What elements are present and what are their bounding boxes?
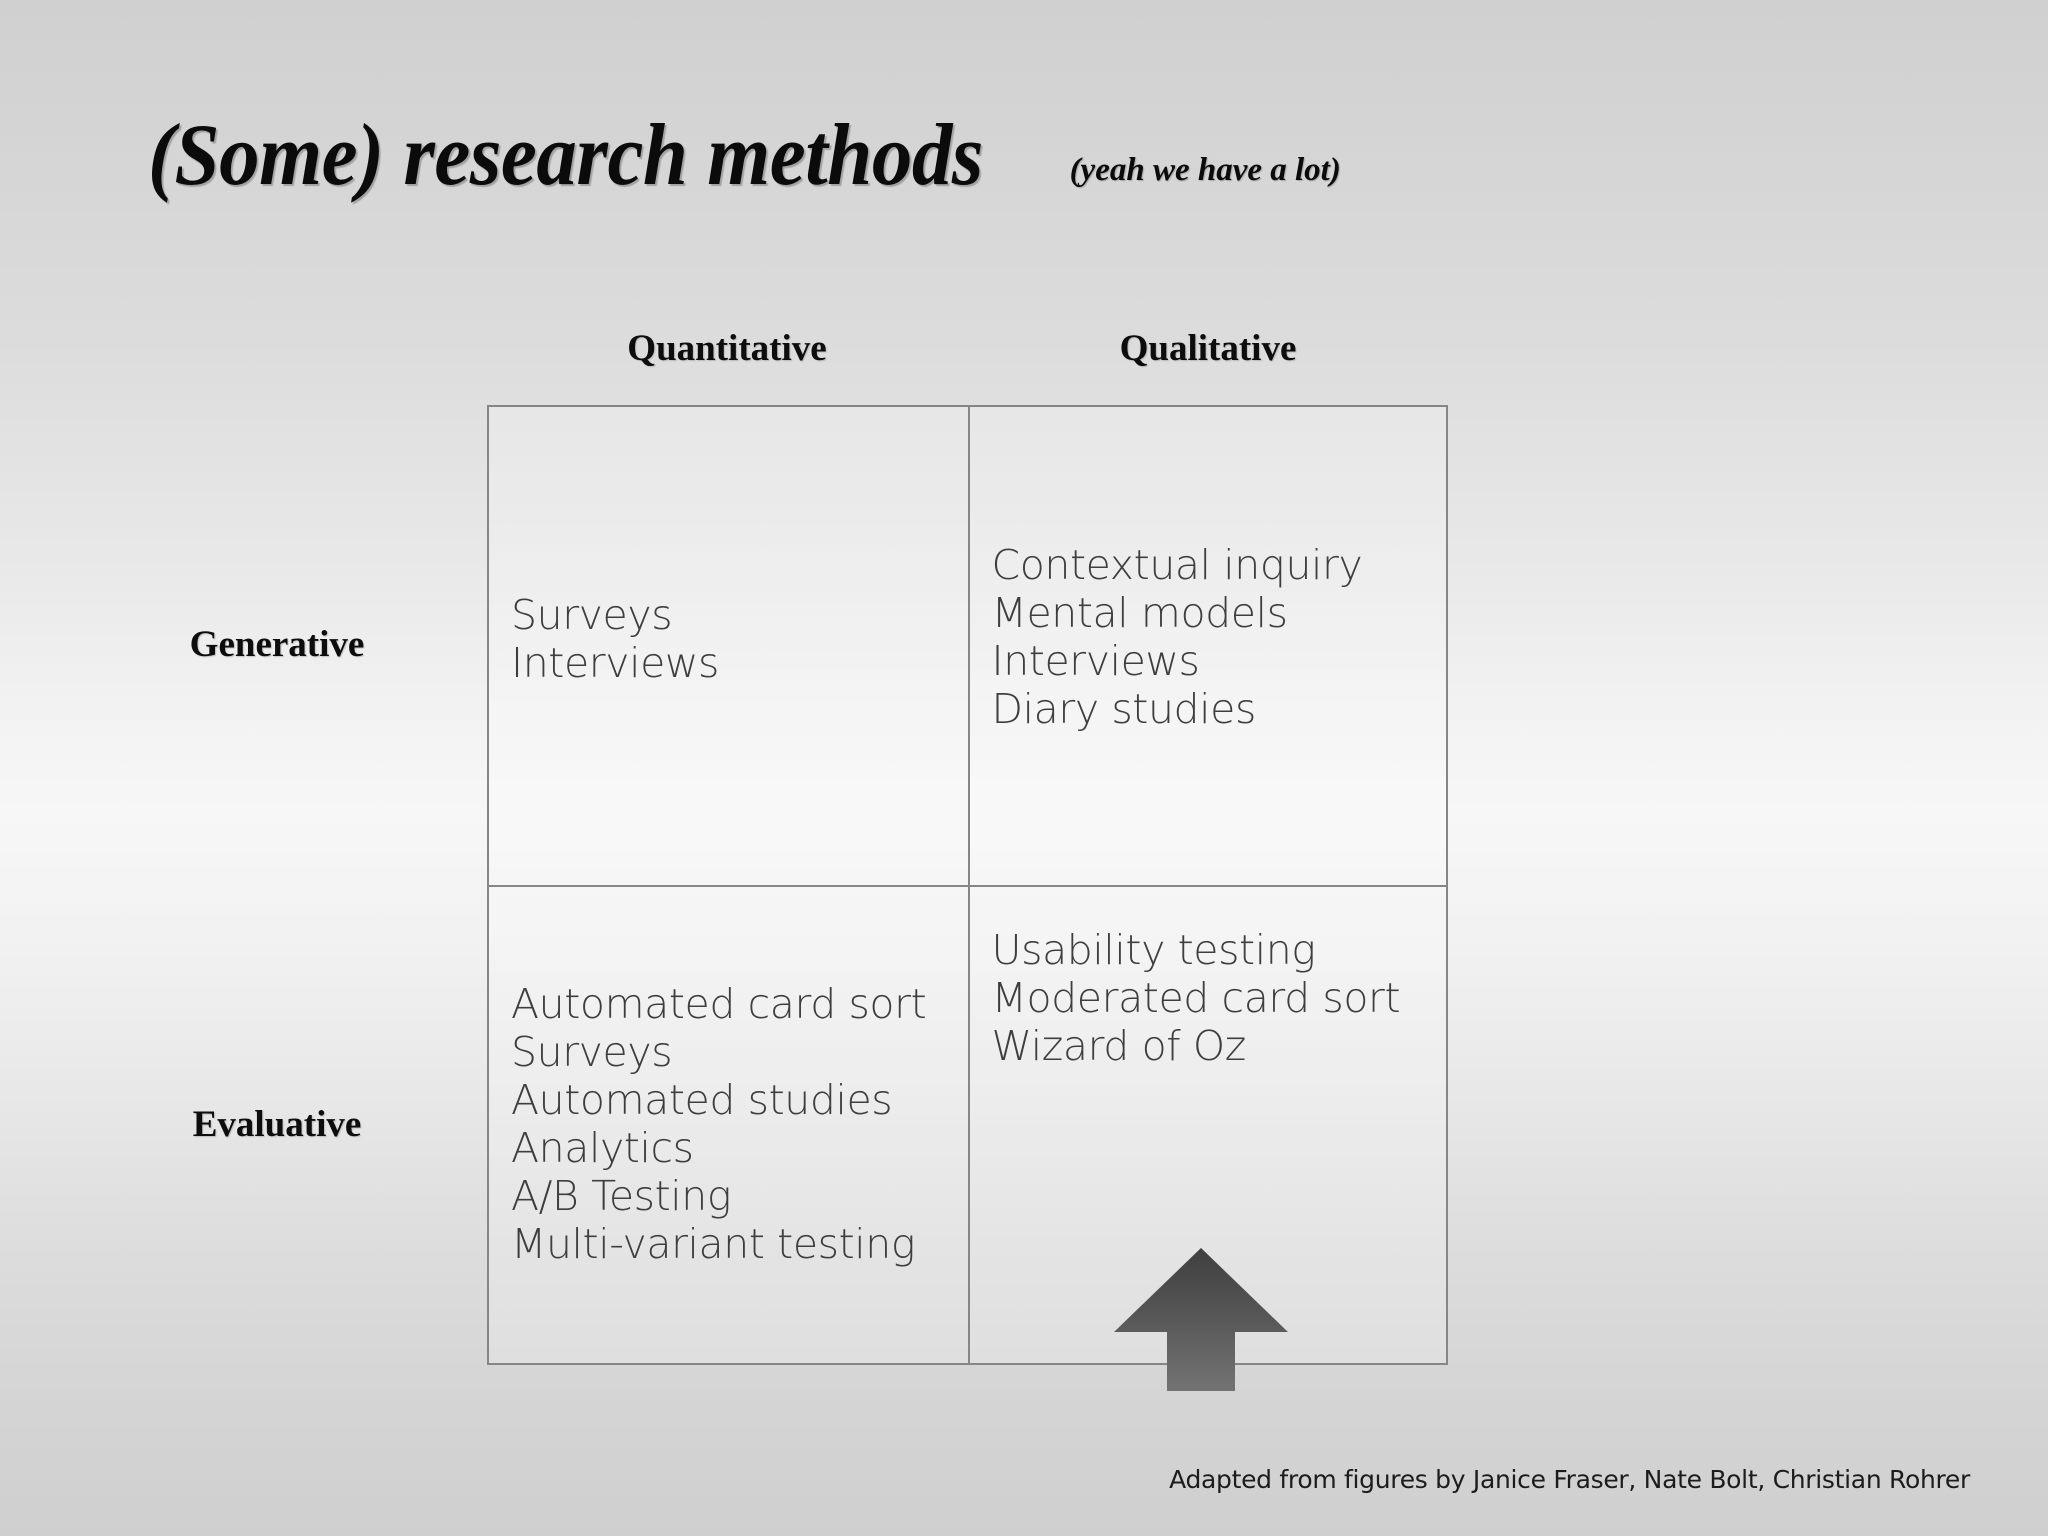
page-title: (Some) research methods(yeah we have a l…: [148, 112, 1341, 200]
method-item: Surveys: [511, 591, 673, 640]
title-subtitle-text: (yeah we have a lot): [1069, 152, 1341, 188]
method-item: Moderated card sort: [991, 974, 1401, 1023]
row-header-generative: Generative: [189, 624, 365, 665]
column-header-qualitative: Qualitative: [1119, 328, 1297, 369]
attribution-footer: Adapted from figures by Janice Fraser, N…: [1169, 1465, 1970, 1494]
research-methods-matrix: Quantitative Qualitative Generative Eval…: [190, 328, 1448, 1365]
column-header-quantitative: Quantitative: [627, 328, 827, 369]
method-item: Automated card sort: [511, 980, 927, 1029]
method-item: Contextual inquiry: [991, 541, 1363, 590]
row-header-evaluative: Evaluative: [192, 1104, 362, 1145]
method-item: Mental models: [991, 589, 1288, 638]
method-item: Diary studies: [991, 684, 1257, 733]
method-item: Surveys: [511, 1028, 673, 1077]
method-item: Automated studies: [511, 1076, 893, 1125]
up-arrow-icon: [1114, 1248, 1288, 1391]
method-item: Analytics: [511, 1124, 694, 1172]
method-item: Interviews: [991, 637, 1200, 685]
title-main-text: (Some) research methods: [148, 107, 983, 204]
method-item: Usability testing: [991, 926, 1316, 975]
method-item: Multi-variant testing: [511, 1219, 916, 1268]
method-item: Wizard of Oz: [991, 1021, 1247, 1070]
method-item: A/B Testing: [511, 1171, 732, 1220]
method-item: Interviews: [511, 639, 720, 687]
